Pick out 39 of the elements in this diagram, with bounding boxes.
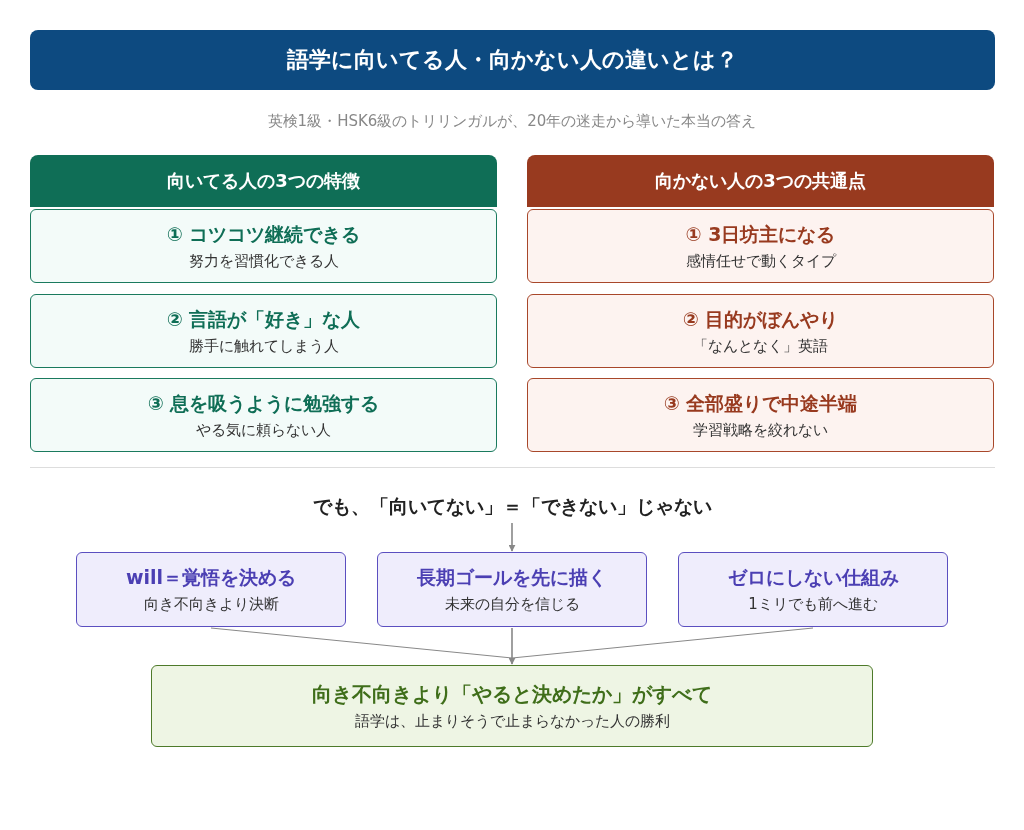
- conclusion-box: [151, 665, 873, 747]
- box-heading: ゼロにしない仕組み: [727, 565, 899, 590]
- box-heading: 向き不向きより「やると決めたか」がすべて: [312, 681, 712, 708]
- connector-line: [511, 627, 814, 659]
- subtitle-text: 英検1級・HSK6級のトリリンガルが、20年の迷走から導いた本当の答え: [266, 112, 758, 131]
- box-description: 感情任せで動くタイプ: [685, 251, 836, 271]
- box-heading: 長期ゴールを先に描く: [417, 565, 607, 590]
- box-description: 未来の自分を信じる: [444, 595, 580, 614]
- box-heading: ③ 息を吸うように勉強する: [147, 390, 380, 416]
- trait-box: [30, 209, 497, 283]
- key-point-box: [678, 552, 948, 627]
- connector-line: [210, 627, 513, 659]
- column-header: 向いてる人の3つの特徴: [30, 155, 497, 207]
- trait-box: [30, 378, 497, 452]
- box-description: 1ミリでも前へ進む: [748, 595, 878, 614]
- box-description: 努力を習慣化できる人: [188, 251, 339, 271]
- box-description: やる気に頼らない人: [196, 420, 331, 440]
- arrow: [508, 522, 516, 552]
- trait-box: [30, 294, 497, 368]
- box-heading: ② 目的がぼんやり: [682, 306, 839, 332]
- arrow: [508, 627, 516, 665]
- trait-box: [527, 378, 994, 452]
- box-description: 学習戦略を絞れない: [693, 420, 828, 440]
- box-heading: ① 3日坊主になる: [685, 221, 836, 247]
- box-description: 向き不向きより決断: [143, 595, 279, 614]
- column-header: 向かない人の3つの共通点: [527, 155, 994, 207]
- box-description: 「なんとなく」英語: [693, 336, 828, 356]
- key-point-box: [76, 552, 346, 627]
- box-heading: ① コツコツ継続できる: [166, 221, 361, 247]
- title-banner: 語学に向いてる人・向かない人の違いとは？: [30, 30, 995, 90]
- trait-box: [527, 294, 994, 368]
- box-description: 語学は、止まりそうで止まらなかった人の勝利: [354, 712, 670, 731]
- box-description: 勝手に触れてしまう人: [188, 336, 339, 356]
- box-heading: ② 言語が「好き」な人: [166, 306, 361, 332]
- statement-text: でも、「向いてない」＝「できない」じゃない: [262, 492, 762, 522]
- trait-box: [527, 209, 994, 283]
- key-point-box: [377, 552, 647, 627]
- box-heading: will＝覚悟を決める: [125, 565, 297, 590]
- box-heading: ③ 全部盛りで中途半端: [663, 390, 858, 416]
